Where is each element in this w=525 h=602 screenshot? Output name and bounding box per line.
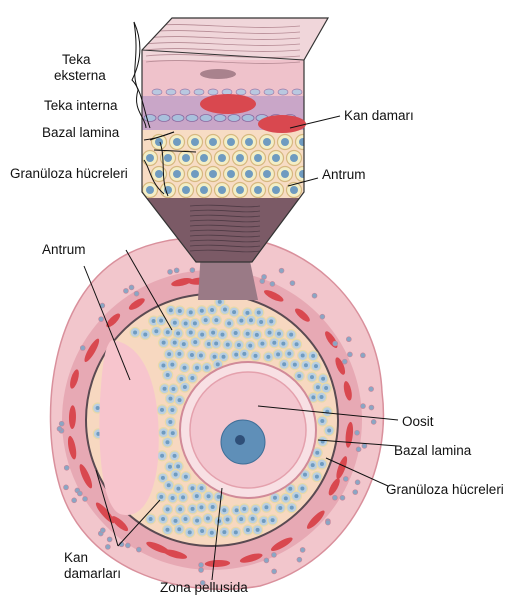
label-bazal-lamina-top: Bazal lamina	[42, 125, 120, 140]
label-granuloza-top: Granüloza hücreleri	[10, 166, 128, 181]
label-antrum-top: Antrum	[322, 167, 366, 182]
label-teka-eksterna-2: eksterna	[54, 68, 106, 83]
label-kan-damari: Kan damarı	[344, 108, 414, 123]
label-antrum-left: Antrum	[42, 242, 86, 257]
label-teka-interna: Teka interna	[44, 98, 118, 113]
label-kan-damarlari-1: Kan	[64, 550, 88, 565]
vessel-section-1	[200, 94, 256, 114]
vessel-section-2	[258, 115, 306, 133]
vessel-section-3	[200, 69, 236, 79]
label-kan-damarlari-2: damarları	[64, 566, 121, 581]
label-zona-pellusida: Zona pellusida	[160, 580, 248, 595]
label-bazal-lamina-right: Bazal lamina	[394, 443, 472, 458]
nucleolus	[235, 435, 245, 445]
label-oosit: Oosit	[402, 414, 434, 429]
label-granuloza-right: Granüloza hücreleri	[386, 482, 504, 497]
label-teka-eksterna-1: Teka	[62, 52, 91, 67]
